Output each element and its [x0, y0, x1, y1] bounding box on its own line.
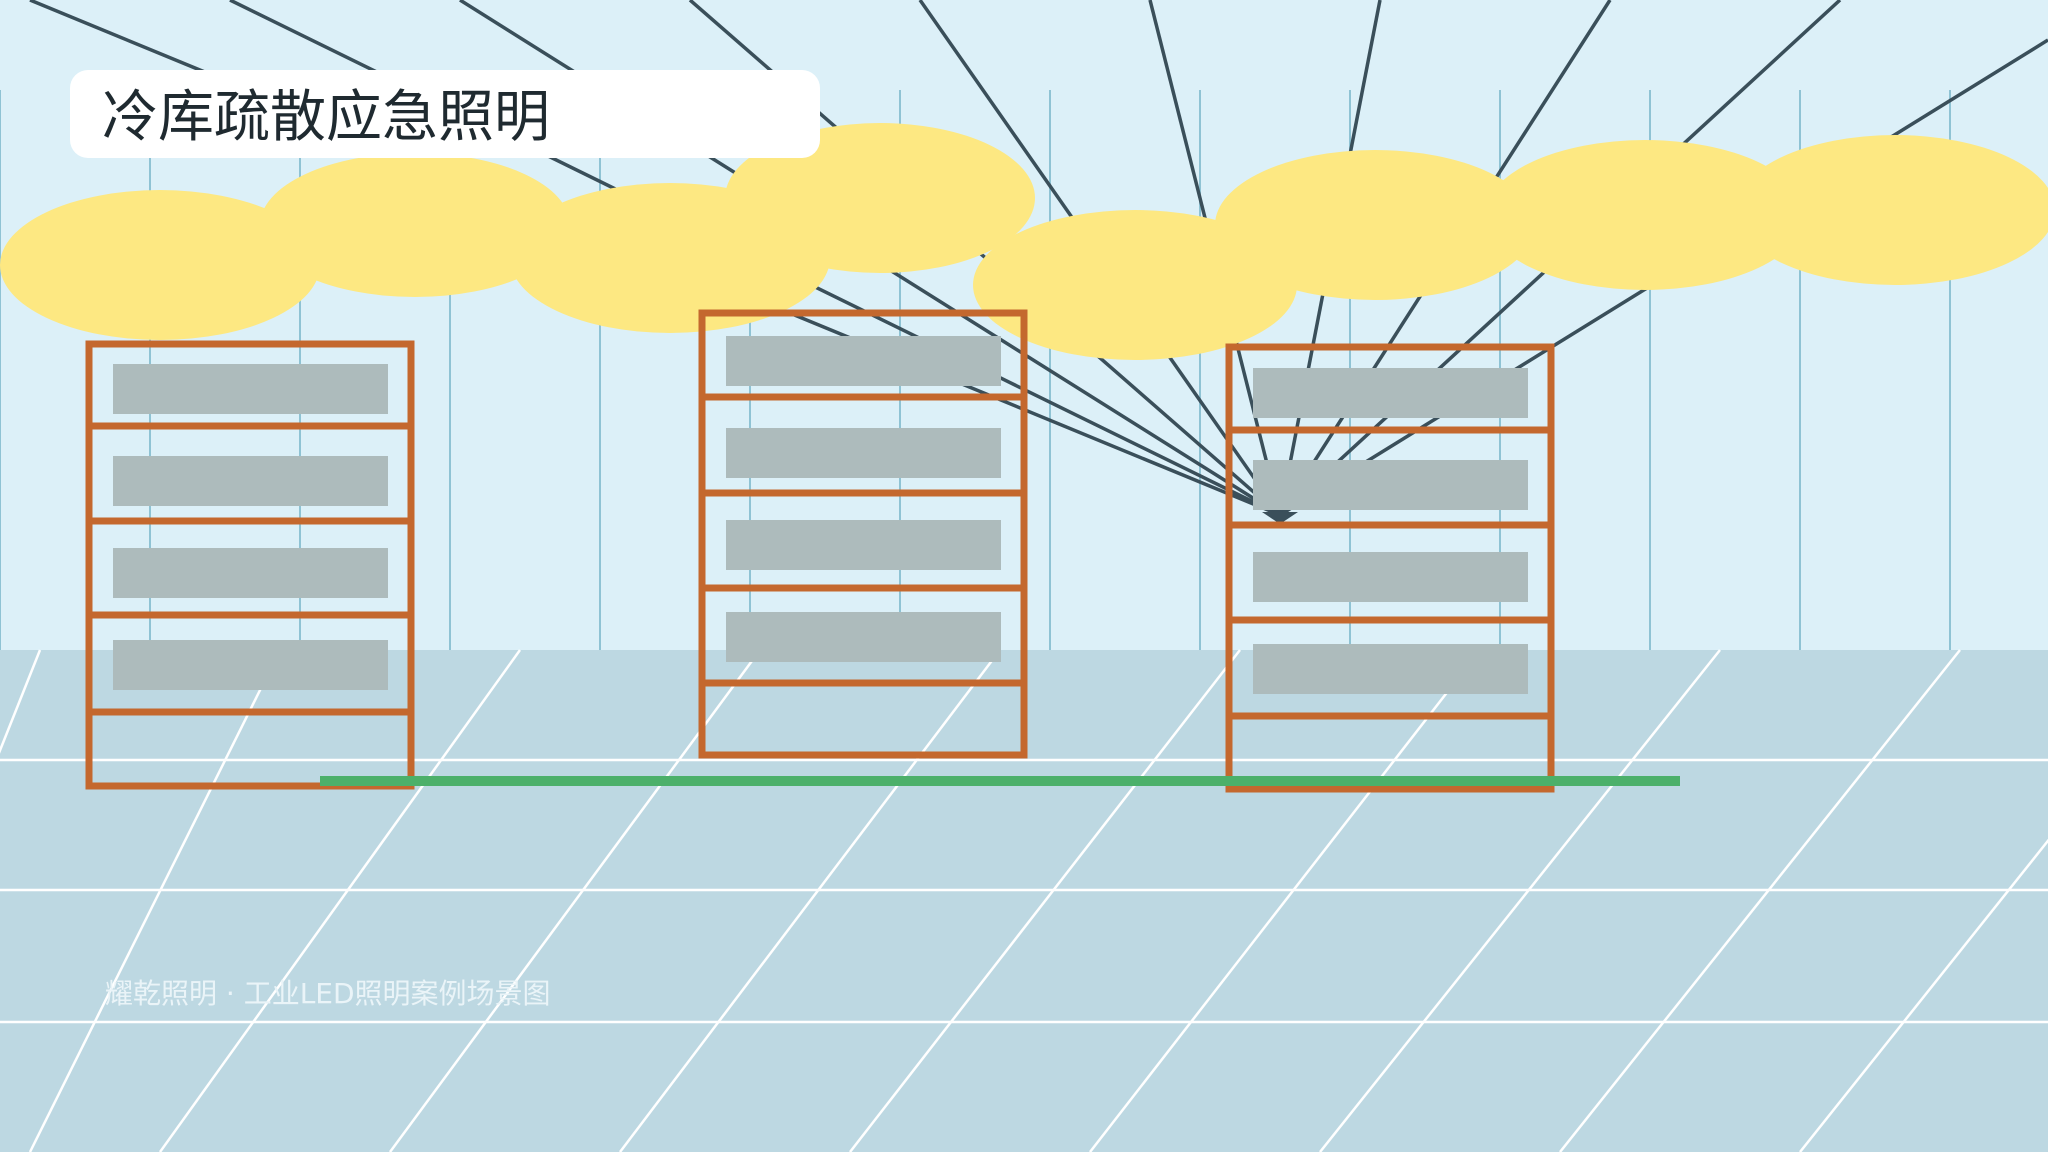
rack-slot — [1253, 644, 1528, 694]
storage-rack — [698, 309, 1028, 759]
lamp-glow — [1215, 150, 1535, 300]
rack-slot — [726, 612, 1001, 662]
watermark-caption: 耀乾照明 · 工业LED照明案例场景图 — [105, 977, 551, 1010]
lamp-glow — [973, 210, 1297, 360]
rack-slot — [726, 428, 1001, 478]
floor-grid — [0, 649, 2048, 1152]
rack-slot — [726, 520, 1001, 570]
lamp-glow — [725, 123, 1035, 273]
rack-slot — [113, 456, 388, 506]
beam-origin-marker — [1262, 512, 1298, 524]
rack-slot — [113, 364, 388, 414]
storage-rack — [85, 340, 415, 790]
rack-slot — [113, 640, 388, 690]
title-card: 冷库疏散应急照明 — [70, 70, 820, 158]
rack-slot — [1253, 552, 1528, 602]
lamp-glow — [0, 190, 320, 340]
lamp-glows — [0, 123, 2048, 360]
rack-slot — [1253, 460, 1528, 510]
evacuation-floor-strip — [320, 776, 1680, 786]
storage-rack — [1225, 343, 1555, 793]
lamp-glow — [1735, 135, 2048, 285]
lamp-glow — [260, 153, 570, 297]
rack-slot — [726, 336, 1001, 386]
rack-slot — [113, 548, 388, 598]
lamp-glow — [1485, 140, 1805, 290]
page-title: 冷库疏散应急照明 — [102, 85, 550, 150]
rack-slot — [1253, 368, 1528, 418]
